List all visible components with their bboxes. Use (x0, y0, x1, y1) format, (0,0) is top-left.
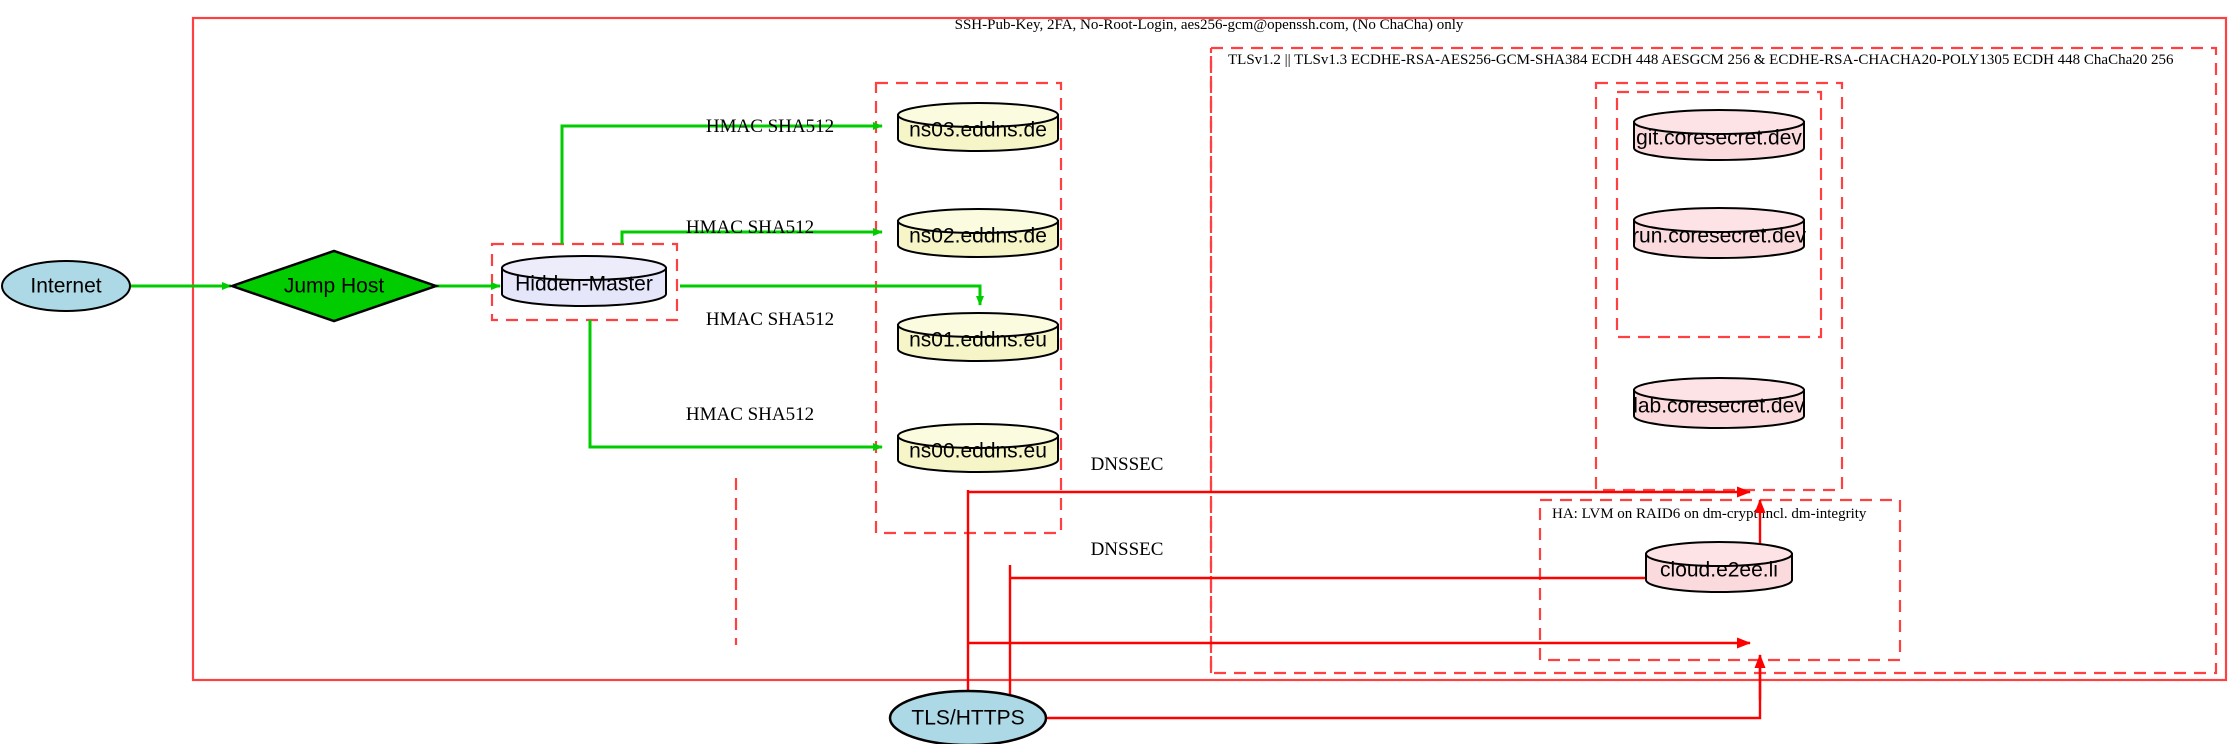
node-ns01[interactable]: ns01.eddns.eu (897, 312, 1059, 362)
ssh-boundary: SSH-Pub-Key, 2FA, No-Root-Login, aes256-… (191, 16, 2228, 682)
node-tls-https-label: TLS/HTTPS (911, 707, 1024, 730)
node-ns03-label: ns03.eddns.de (909, 119, 1047, 142)
edge-master-ns00 (588, 320, 883, 451)
coresecret-cluster-boundary (1594, 81, 1844, 492)
edge-label-dnssec-upper: DNSSEC (1091, 454, 1164, 475)
edge-master-ns03 (560, 122, 883, 244)
node-lab-label: lab.coresecret.dev (1633, 395, 1805, 418)
tls-boundary: TLSv1.2 || TLSv1.3 ECDHE-RSA-AES256-GCM-… (1209, 46, 2218, 675)
node-tls-https[interactable]: TLS/HTTPS (888, 689, 1048, 744)
node-ns00-label: ns00.eddns.eu (909, 440, 1047, 463)
green-edges (92, 122, 984, 451)
ssh-boundary-label: SSH-Pub-Key, 2FA, No-Root-Login, aes256-… (955, 17, 1464, 33)
edge-master-ns02 (620, 228, 883, 244)
tls-boundary-label: TLSv1.2 || TLSv1.3 ECDHE-RSA-AES256-GCM-… (1228, 52, 2174, 68)
node-ns01-label: ns01.eddns.eu (909, 329, 1047, 352)
dashed-routing-guides (734, 48, 1213, 673)
node-lab[interactable]: lab.coresecret.dev (1633, 377, 1805, 429)
node-run-label: run.coresecret.dev (1632, 225, 1806, 248)
node-ns02-label: ns02.eddns.de (909, 225, 1047, 248)
node-git[interactable]: git.coresecret.dev (1633, 109, 1805, 161)
edge-label-hmac-ns00: HMAC SHA512 (686, 404, 814, 425)
node-ns03[interactable]: ns03.eddns.de (897, 102, 1059, 152)
node-jump-host[interactable]: Jump Host (228, 249, 440, 323)
node-hidden-master[interactable]: Hidden-Master (501, 255, 667, 307)
edge-label-dnssec-lower: DNSSEC (1091, 539, 1164, 560)
red-edges (966, 486, 1766, 720)
node-jump-host-label: Jump Host (284, 275, 385, 298)
coresecret-subcluster-boundary (1615, 90, 1823, 339)
node-run[interactable]: run.coresecret.dev (1632, 207, 1806, 259)
node-git-label: git.coresecret.dev (1636, 127, 1802, 150)
edge-master-ns01 (680, 284, 984, 306)
edge-label-hmac-ns03: HMAC SHA512 (706, 116, 834, 137)
node-hidden-master-label: Hidden-Master (515, 273, 653, 296)
edge-label-hmac-ns01: HMAC SHA512 (706, 309, 834, 330)
node-internet-label: Internet (30, 275, 101, 298)
ha-boundary-label: HA: LVM on RAID6 on dm-crypt incl. dm-in… (1552, 506, 1867, 522)
edge-tlshttps-to-right (1046, 655, 1762, 720)
node-ns02[interactable]: ns02.eddns.de (897, 208, 1059, 258)
node-ns00[interactable]: ns00.eddns.eu (897, 423, 1059, 473)
edge-label-hmac-ns02: HMAC SHA512 (686, 217, 814, 238)
node-cloud[interactable]: cloud.e2ee.li (1645, 541, 1793, 593)
node-cloud-label: cloud.e2ee.li (1660, 559, 1778, 582)
node-internet[interactable]: Internet (1, 260, 131, 312)
ha-boundary: HA: LVM on RAID6 on dm-crypt incl. dm-in… (1538, 498, 1902, 662)
